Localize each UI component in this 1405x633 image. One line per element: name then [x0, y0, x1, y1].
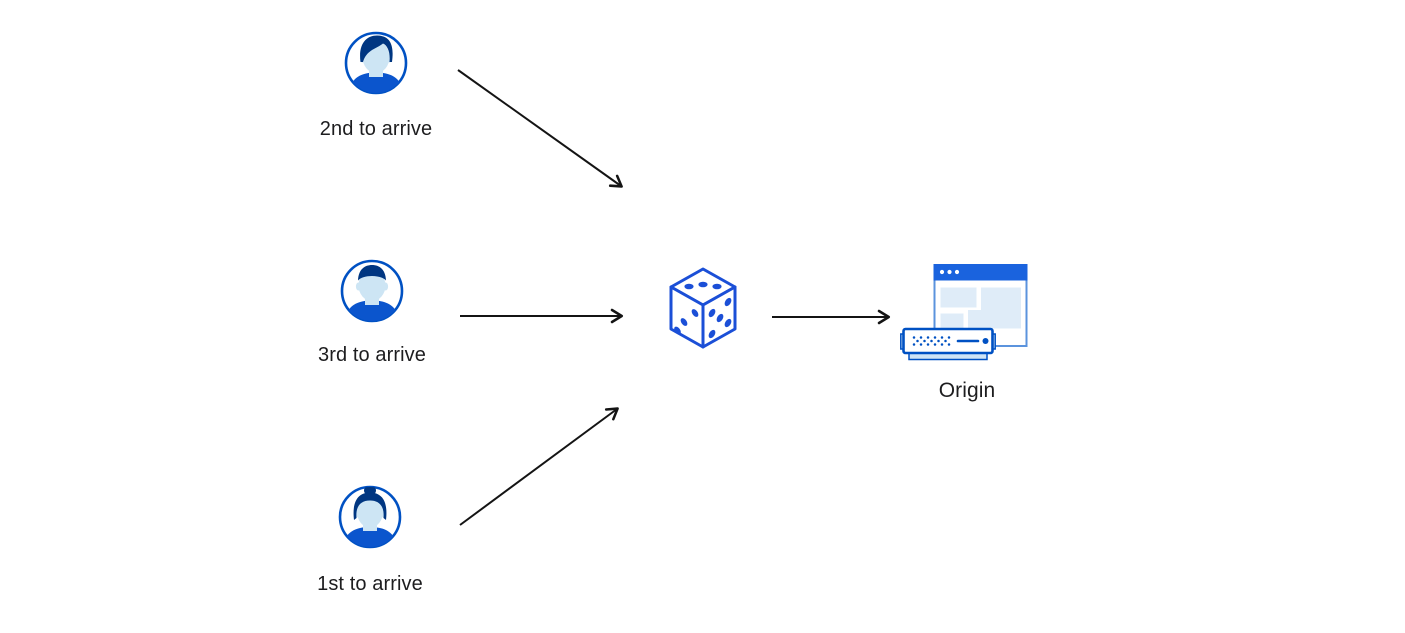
user-3rd-label: 3rd to arrive	[317, 344, 426, 366]
origin-server-icon	[899, 263, 1035, 365]
node-user-2nd: 2nd to arrive	[306, 30, 446, 141]
arrow-user-bottom-to-dice	[459, 407, 619, 526]
node-user-1st: 1st to arrive	[300, 484, 440, 596]
female-avatar-icon	[337, 484, 403, 550]
arrow-user-top-to-dice	[457, 69, 623, 188]
user-2nd-label: 2nd to arrive	[319, 118, 433, 140]
male-avatar-icon	[339, 258, 405, 324]
user-1st-label: 1st to arrive	[317, 573, 423, 595]
origin-label: Origin	[938, 379, 996, 402]
dice-icon	[668, 266, 738, 350]
male-avatar-icon	[343, 30, 409, 96]
node-origin: Origin	[897, 263, 1037, 403]
node-user-3rd: 3rd to arrive	[302, 258, 442, 367]
